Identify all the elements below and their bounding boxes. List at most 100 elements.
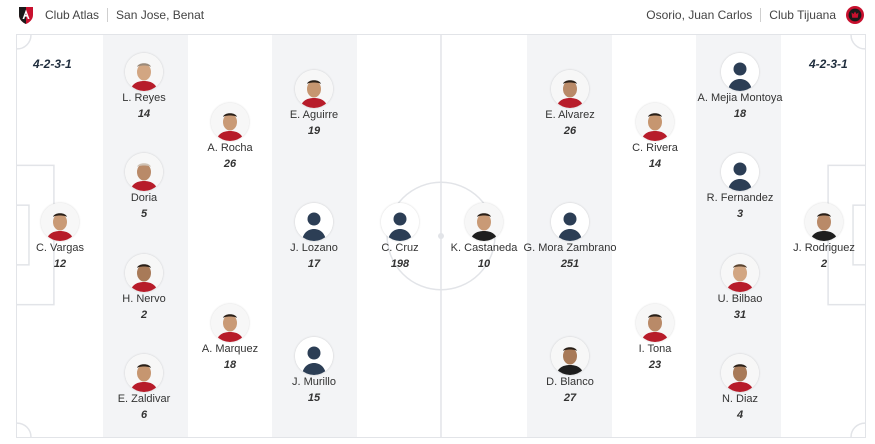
player-card[interactable]: D. Blanco 27 xyxy=(505,337,635,405)
player-name: K. Castaneda xyxy=(450,242,518,254)
player-name: E. Aguirre xyxy=(289,109,339,121)
player-card[interactable]: J. Rodriguez 2 xyxy=(759,203,865,271)
player-photo xyxy=(125,153,163,191)
player-photo xyxy=(636,304,674,342)
player-photo xyxy=(295,70,333,108)
player-name: A. Rocha xyxy=(207,142,253,154)
player-card[interactable]: C. Rivera 14 xyxy=(590,103,720,171)
player-card[interactable]: N. Diaz 4 xyxy=(675,354,805,422)
player-name: D. Blanco xyxy=(546,376,594,388)
player-number: 14 xyxy=(648,158,662,170)
match-header: Club Atlas San Jose, Benat Osorio, Juan … xyxy=(0,0,875,30)
player-number: 12 xyxy=(53,258,67,270)
player-card[interactable]: K. Castaneda 10 xyxy=(419,203,549,271)
player-card[interactable]: I. Tona 23 xyxy=(590,304,720,372)
player-name: J. Lozano xyxy=(290,242,338,254)
player-name: J. Murillo xyxy=(291,376,336,388)
player-name: Doria xyxy=(130,192,158,204)
player-photo xyxy=(721,354,759,392)
player-number: 18 xyxy=(733,108,747,120)
player-photo xyxy=(125,354,163,392)
player-name: C. Rivera xyxy=(632,142,678,154)
tijuana-crest-icon xyxy=(845,5,865,25)
player-name: R. Fernandez xyxy=(706,192,774,204)
player-placeholder-icon xyxy=(721,153,759,191)
player-name: G. Mora Zambrano xyxy=(523,242,617,254)
player-name: C. Vargas xyxy=(35,242,85,254)
player-number: 19 xyxy=(307,125,321,137)
player-name: J. Rodriguez xyxy=(793,242,855,254)
player-photo xyxy=(551,337,589,375)
player-photo xyxy=(465,203,503,241)
player-card[interactable]: R. Fernandez 3 xyxy=(675,153,805,221)
player-card[interactable]: U. Bilbao 31 xyxy=(675,254,805,322)
player-number: 10 xyxy=(477,258,491,270)
player-card[interactable]: E. Zaldivar 6 xyxy=(79,354,209,422)
player-name: N. Diaz xyxy=(721,393,759,405)
player-name: A. Marquez xyxy=(201,343,259,355)
player-card[interactable]: A. Mejia Montoya 18 xyxy=(675,53,805,121)
player-card[interactable]: A. Rocha 26 xyxy=(165,103,295,171)
player-number: 14 xyxy=(137,108,151,120)
player-card[interactable]: E. Alvarez 26 xyxy=(505,70,635,138)
player-number: 3 xyxy=(736,208,744,220)
player-placeholder-icon xyxy=(295,337,333,375)
away-team-name[interactable]: Club Tijuana xyxy=(769,8,836,22)
player-number: 26 xyxy=(223,158,237,170)
player-number: 27 xyxy=(563,392,577,404)
away-formation: 4-2-3-1 xyxy=(809,57,848,71)
player-placeholder-icon xyxy=(381,203,419,241)
away-coach-name: Osorio, Juan Carlos xyxy=(646,8,753,22)
player-photo xyxy=(125,254,163,292)
player-photo xyxy=(636,103,674,141)
away-team-header: Osorio, Juan Carlos Club Tijuana xyxy=(646,4,865,26)
header-divider xyxy=(760,8,762,22)
player-name: I. Tona xyxy=(638,343,672,355)
player-photo xyxy=(211,103,249,141)
player-photo xyxy=(125,53,163,91)
player-name: U. Bilbao xyxy=(717,293,763,305)
player-number: 26 xyxy=(563,125,577,137)
home-team-header: Club Atlas San Jose, Benat xyxy=(16,4,204,26)
player-name: E. Alvarez xyxy=(545,109,595,121)
player-card[interactable]: L. Reyes 14 xyxy=(79,53,209,121)
player-card[interactable]: A. Marquez 18 xyxy=(165,304,295,372)
home-coach-name: San Jose, Benat xyxy=(116,8,205,22)
player-card[interactable]: H. Nervo 2 xyxy=(79,254,209,322)
player-photo xyxy=(721,254,759,292)
player-card[interactable]: C. Vargas 12 xyxy=(17,203,125,271)
player-card[interactable]: J. Lozano 17 xyxy=(249,203,379,271)
player-name: A. Mejia Montoya xyxy=(697,92,783,104)
player-photo xyxy=(551,70,589,108)
player-number: 6 xyxy=(140,409,148,421)
player-name: E. Zaldivar xyxy=(117,393,171,405)
player-card[interactable]: J. Murillo 15 xyxy=(249,337,379,405)
player-name: C. Cruz xyxy=(381,242,419,254)
player-number: 2 xyxy=(140,309,148,321)
player-name: H. Nervo xyxy=(122,293,166,305)
player-name: L. Reyes xyxy=(122,92,166,104)
player-placeholder-icon xyxy=(721,53,759,91)
player-number: 31 xyxy=(733,309,747,321)
header-divider xyxy=(107,8,109,22)
pitch: 4-2-3-1 4-2-3-1 C. Vargas 12 L. Reyes 14… xyxy=(16,34,866,438)
player-placeholder-icon xyxy=(295,203,333,241)
player-number: 5 xyxy=(140,208,148,220)
player-number: 23 xyxy=(648,359,662,371)
player-card[interactable]: E. Aguirre 19 xyxy=(249,70,379,138)
player-card[interactable]: Doria 5 xyxy=(79,153,209,221)
player-photo xyxy=(41,203,79,241)
player-placeholder-icon xyxy=(551,203,589,241)
player-number: 2 xyxy=(820,258,828,270)
player-number: 4 xyxy=(736,409,744,421)
player-card[interactable]: G. Mora Zambrano 251 xyxy=(505,203,635,271)
player-number: 15 xyxy=(307,392,321,404)
player-number: 251 xyxy=(560,258,580,270)
player-number: 18 xyxy=(223,359,237,371)
home-formation: 4-2-3-1 xyxy=(33,57,72,71)
atlas-crest-icon xyxy=(16,5,36,25)
player-number: 198 xyxy=(390,258,410,270)
home-team-name[interactable]: Club Atlas xyxy=(45,8,100,22)
player-photo xyxy=(211,304,249,342)
player-card[interactable]: C. Cruz 198 xyxy=(335,203,465,271)
